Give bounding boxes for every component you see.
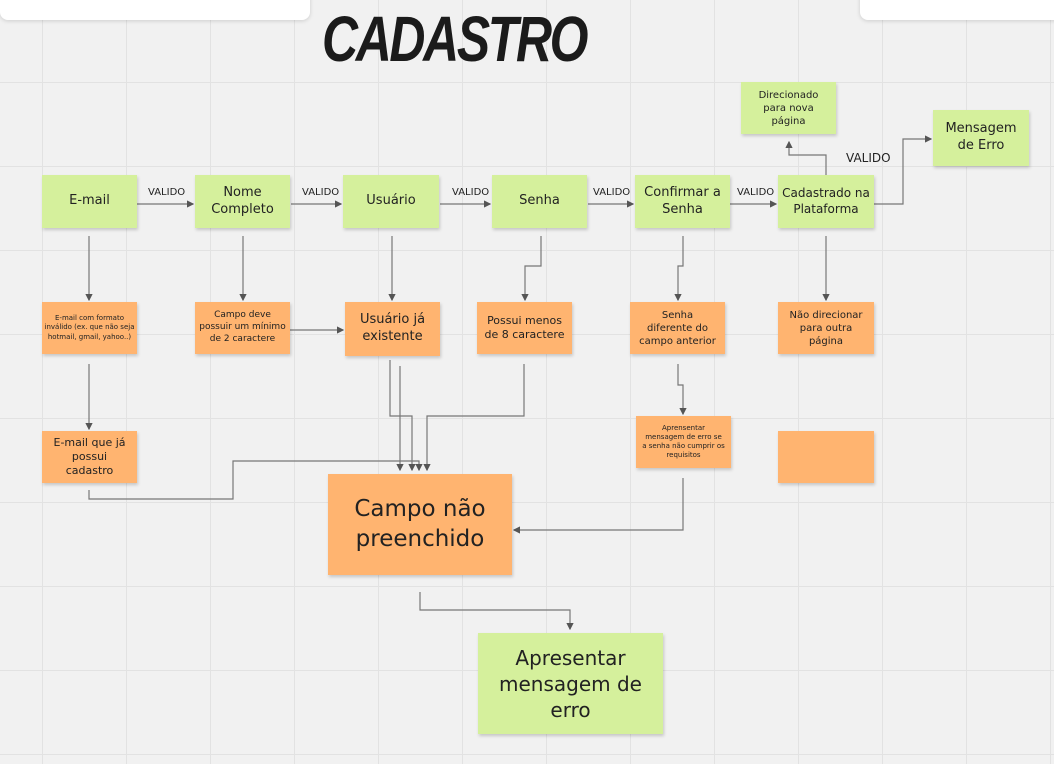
node-apresentar-mensagem[interactable]: Apresentar mensagem de erro <box>478 633 663 734</box>
node-confirmar-senha[interactable]: Confirmar a Senha <box>635 175 730 228</box>
node-direcionado[interactable]: Direcionado para nova página <box>741 82 836 134</box>
valid-label: VALIDO <box>302 187 340 198</box>
node-senha-diferente[interactable]: Senha diferente do campo anterior <box>630 302 725 354</box>
valid-label: VALIDO <box>737 187 775 198</box>
connector <box>674 236 684 302</box>
node-email-formato[interactable]: E-mail com formato inválido (ex. que não… <box>42 302 137 354</box>
connector <box>423 364 525 472</box>
node-mensagem-erro[interactable]: Mensagem de Erro <box>933 110 1029 166</box>
toolbar-panel-right[interactable] <box>860 0 1054 20</box>
valid-label: VALIDO <box>452 187 490 198</box>
node-senha[interactable]: Senha <box>492 175 587 228</box>
node-empty[interactable] <box>778 431 874 483</box>
node-apresentar-senha[interactable]: Aprensentar mensagem de erro se a senha … <box>636 416 731 468</box>
board-title: CADASTRO <box>322 3 588 75</box>
node-campo-minimo[interactable]: Campo deve possuir um mínimo de 2 caract… <box>195 302 290 354</box>
node-nome-completo[interactable]: Nome Completo <box>195 175 290 228</box>
valid-label: VALIDO <box>593 187 631 198</box>
node-campo-nao-preenchido[interactable]: Campo não preenchido <box>328 474 512 575</box>
valid-label: VALIDO <box>148 187 186 198</box>
node-usuario-existente[interactable]: Usuário já existente <box>345 302 440 356</box>
connector <box>677 364 687 416</box>
node-nao-direcionar[interactable]: Não direcionar para outra página <box>778 302 874 354</box>
node-email[interactable]: E-mail <box>42 175 137 228</box>
node-email-cadastro[interactable]: E-mail que já possui cadastro <box>42 431 137 483</box>
toolbar-panel-left[interactable] <box>0 0 310 20</box>
connector <box>521 236 542 302</box>
connector <box>389 360 416 472</box>
connector <box>512 478 684 534</box>
valid-label: VALIDO <box>846 151 891 165</box>
connector <box>785 140 827 175</box>
connector <box>419 592 574 631</box>
connector <box>88 460 423 500</box>
node-cadastrado[interactable]: Cadastrado na Plataforma <box>778 175 874 228</box>
node-usuario[interactable]: Usuário <box>343 175 439 228</box>
connector <box>874 135 933 205</box>
node-senha-menos[interactable]: Possui menos de 8 caractere <box>477 302 572 354</box>
